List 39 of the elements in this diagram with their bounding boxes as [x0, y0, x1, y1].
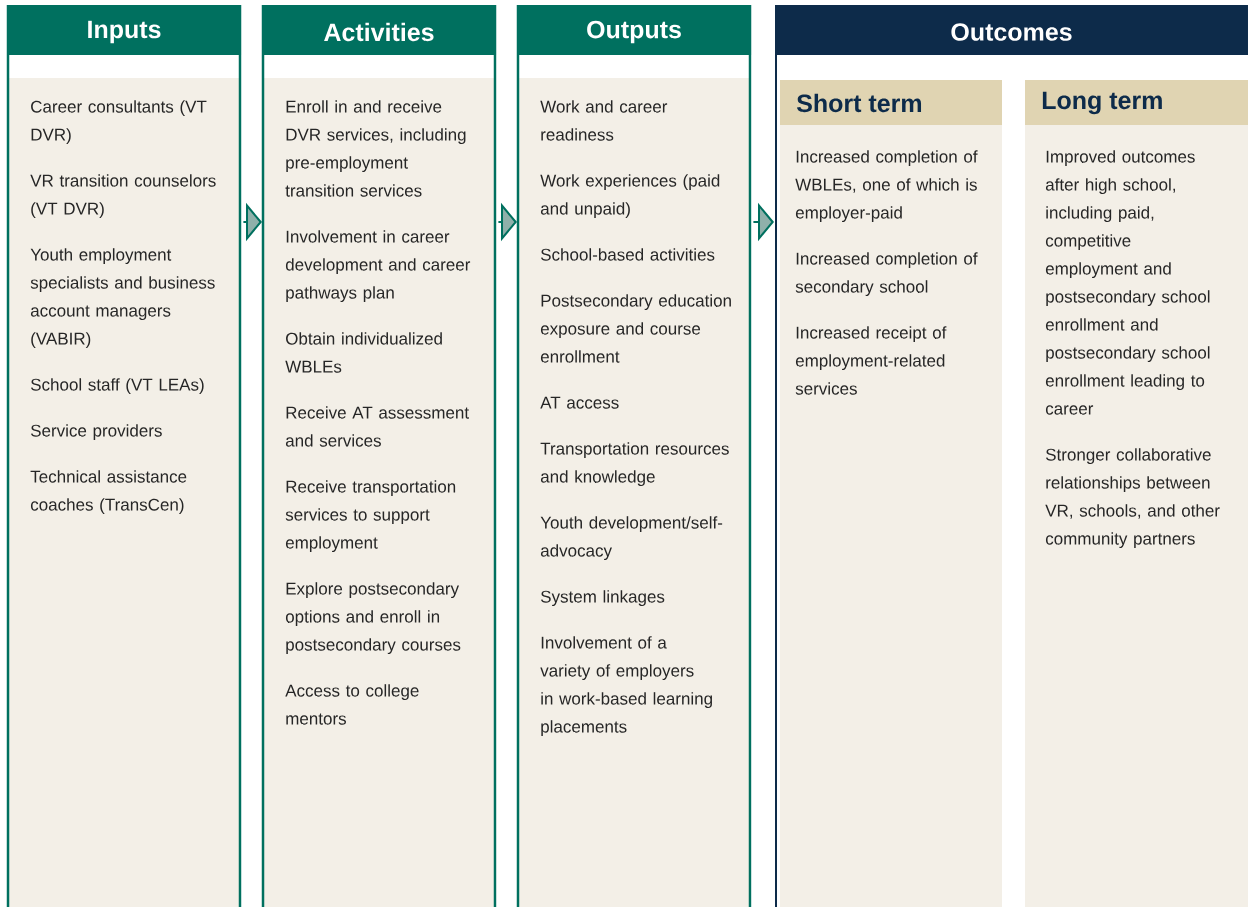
header-label: Outcomes — [951, 23, 1072, 41]
list-item: School staff (VT LEAs) — [31, 378, 204, 394]
header-label: Inputs — [88, 20, 161, 44]
list-item: Improved outcomes after high school, including paid, competitive employment and postsecondary school enrollment and postsecondary school enrollment leading to career — [1045, 150, 1210, 415]
list-item: Work experiences (paid and unpaid) — [540, 174, 720, 219]
list-item: Involvement in career development and career pathways plan — [285, 230, 471, 303]
list-item: System linkages — [541, 590, 665, 607]
list-item: Involvement of a variety of employers in work-based learning placements — [540, 636, 712, 737]
column-panel — [6, 5, 242, 907]
list-item: Stronger collaborative relationships between VR, schools, and other community partners — [1045, 448, 1220, 549]
outcome-panel — [780, 80, 1002, 907]
header-label: Activities — [324, 22, 434, 42]
column-panel — [261, 5, 497, 907]
list-item: Increased completion of secondary school — [795, 252, 978, 297]
list-item: Receive AT assessment and services — [285, 406, 469, 447]
header-label: Long term — [1042, 91, 1162, 115]
outcomes-panel — [775, 5, 1248, 907]
list-item: Obtain individualized WBLEs — [285, 332, 442, 373]
header-label: Short term — [796, 93, 922, 113]
list-item: Work and career readiness — [540, 100, 668, 141]
outcome-panel — [1025, 80, 1248, 907]
list-item: Access to college mentors — [285, 684, 419, 725]
header-label: Outputs — [587, 20, 681, 44]
list-item: Receive transportation services to support employment — [285, 480, 456, 553]
list-item: Enroll in and receive DVR services, including pre-employment transition services — [285, 100, 466, 197]
list-item: Youth development/self-advocacy — [540, 516, 723, 561]
list-item: Postsecondary education exposure and course enrollment — [540, 294, 731, 363]
list-item: VR transition counselors (VT DVR) — [30, 174, 216, 219]
list-item: Explore postsecondary options and enroll in postsecondary courses — [285, 582, 461, 655]
list-item: Service providers — [31, 424, 162, 441]
list-item: Technical assistance coaches (TransCen) — [30, 470, 187, 514]
list-item: School-based activities — [541, 248, 715, 261]
list-item: Career consultants (VT DVR) — [31, 100, 207, 145]
list-item: Youth employment specialists and business account managers (VABIR) — [30, 248, 215, 349]
list-item: Increased completion of WBLEs, one of which is employer-paid — [795, 150, 978, 223]
list-item: Transportation resources and knowledge — [540, 442, 729, 487]
list-item: AT access — [540, 396, 619, 409]
list-item: Increased receipt of employment-related services — [795, 326, 947, 395]
column-panel — [516, 5, 752, 907]
